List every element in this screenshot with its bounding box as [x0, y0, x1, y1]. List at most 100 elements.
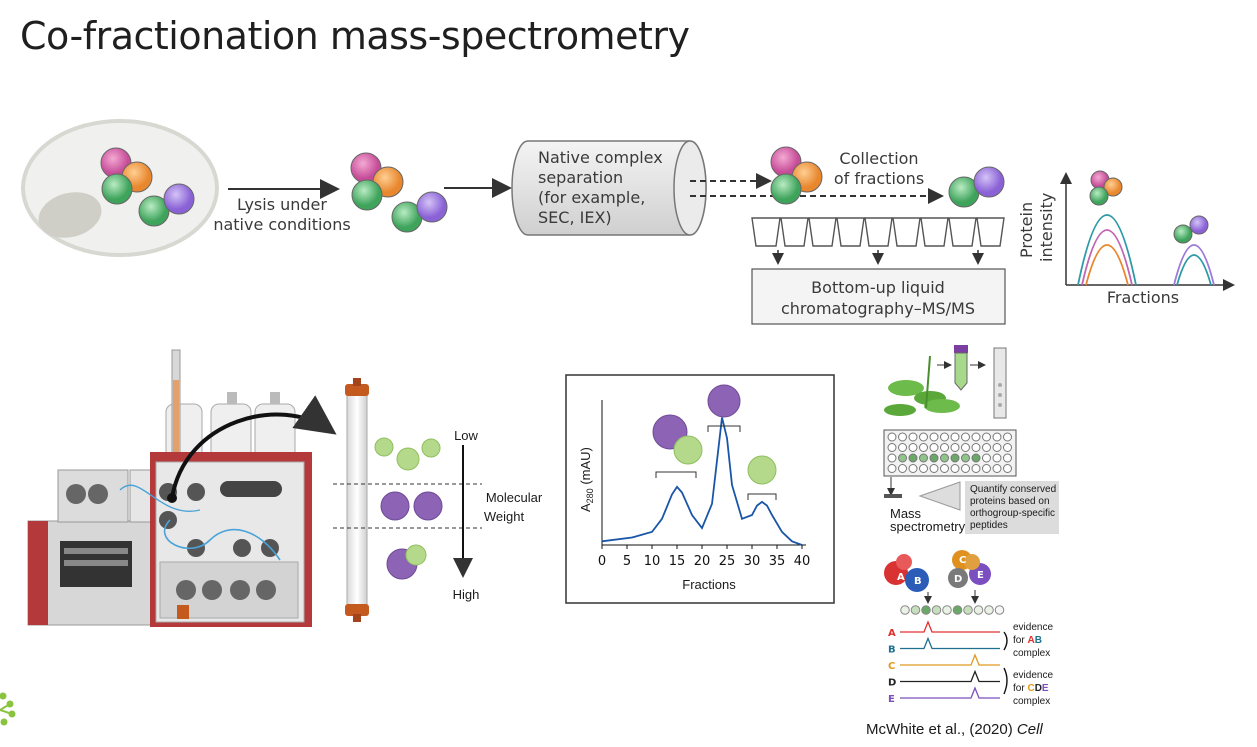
mass-label-1: Mass: [890, 506, 922, 521]
released-complexes: [350, 152, 448, 233]
separation-label-1: Native complex: [538, 148, 663, 167]
plate-well: [919, 432, 928, 442]
profile-ylabel-2: intensity: [1037, 193, 1056, 262]
fraction-dot: [931, 605, 942, 615]
collection-label-2: of fractions: [834, 169, 924, 188]
plate-well: [992, 453, 1002, 463]
plate-well: [961, 464, 970, 473]
evidence-cde-1: evidence: [1013, 670, 1053, 681]
plate-well: [940, 432, 949, 442]
fraction-dot: [963, 605, 973, 615]
column-callout-arrow: [170, 395, 337, 499]
plate-well: [908, 443, 918, 452]
plate-well: [982, 464, 991, 473]
plate-well: [961, 432, 970, 442]
plant-illustration: [884, 355, 960, 416]
lysate-tube: [954, 345, 968, 391]
fraction-dot: [994, 605, 1005, 615]
plate-well: [971, 432, 981, 442]
evidence-cde-2: for CDE: [1013, 683, 1049, 694]
ms-label-2: chromatography–MS/MS: [781, 299, 975, 318]
x-tick-label: 40: [794, 554, 811, 569]
plate-well: [971, 453, 981, 463]
plate-well: [898, 443, 907, 452]
ms-box: [751, 268, 1006, 325]
quantify-label-1: Quantify conserved: [970, 484, 1056, 495]
fraction-tubes: [751, 217, 1005, 247]
plate-well: [950, 464, 960, 473]
plate-well: [908, 453, 918, 463]
lysis-label-2: native conditions: [213, 215, 350, 234]
evidence-ab-1: evidence: [1013, 622, 1053, 633]
plate-well: [929, 464, 939, 473]
citation: McWhite et al., (2020) Cell: [866, 721, 1043, 738]
ms-label-1: Bottom-up liquid: [811, 278, 945, 297]
plate-well: [950, 432, 960, 442]
mass-label-2: spectrometry: [890, 519, 966, 534]
mass-spectrometer-icon: [884, 481, 961, 511]
complex-a-letter: A: [897, 572, 905, 583]
protein-trace-line: [900, 653, 1000, 666]
plate-well: [982, 453, 991, 463]
citation-journal: Cell: [1016, 721, 1043, 738]
fplc-instrument-illustration: [27, 349, 312, 627]
plate-well: [898, 432, 907, 442]
protein-trace-line: [900, 686, 1000, 699]
fraction-dot: [952, 605, 963, 615]
plate-well: [887, 453, 897, 463]
complex-e-letter: E: [977, 570, 984, 581]
x-tick-label: 25: [719, 554, 736, 569]
protein-trace-label: D: [888, 678, 896, 689]
fraction-dot: [900, 605, 910, 615]
chromatogram-frame: [565, 374, 835, 604]
separation-column: [511, 140, 707, 236]
fractionation-column: [993, 347, 1007, 419]
plate-well: [887, 443, 897, 452]
plate-well: [908, 464, 918, 473]
sec-column: [345, 378, 369, 622]
protein-trace-label: E: [888, 694, 895, 705]
complex-d-letter: D: [954, 574, 962, 585]
plate-well: [929, 443, 939, 452]
plate-well: [1003, 432, 1012, 442]
fraction-dot: [921, 605, 931, 615]
x-tick-label: 0: [598, 554, 606, 569]
plate-well: [992, 464, 1002, 473]
collected-complexes: [770, 146, 1005, 208]
plate-well: [961, 443, 970, 452]
plate-well: [971, 443, 981, 452]
plate-well: [898, 453, 907, 463]
fraction-dot: [910, 605, 921, 615]
collection-label-1: Collection: [839, 149, 918, 168]
complex-ab-structure: [884, 554, 929, 592]
plate-well: [919, 453, 928, 463]
plate-well: [919, 443, 928, 452]
chart-xlabel: Fractions: [682, 577, 736, 592]
plate-well: [1003, 464, 1012, 473]
x-tick-label: 20: [694, 554, 711, 569]
profile-ylabel-1: Protein: [1017, 202, 1036, 258]
slide-title: Co-fractionation mass-spectrometry: [20, 14, 690, 58]
separation-label-4: SEC, IEX): [538, 208, 612, 227]
cell-illustration: [21, 119, 219, 257]
protein-trace-line: [900, 620, 1000, 633]
lysis-label-1: Lysis under: [237, 195, 327, 214]
protein-trace-label: B: [888, 645, 896, 656]
plate-well: [940, 464, 949, 473]
chart-ylabel: A280 (mAU): [578, 447, 595, 512]
quantify-box: [965, 481, 1059, 534]
fraction-dot: [942, 605, 952, 615]
fraction-dot: [984, 605, 994, 615]
plate-well: [971, 464, 981, 473]
plate-well: [929, 432, 939, 442]
corner-logo-fragment: [0, 692, 16, 726]
plate-well: [950, 443, 960, 452]
plate-well: [982, 443, 991, 452]
plate-well: [929, 453, 939, 463]
label-weight: Weight: [484, 509, 525, 524]
tube-arrows: [772, 250, 984, 265]
plate-well: [950, 453, 960, 463]
